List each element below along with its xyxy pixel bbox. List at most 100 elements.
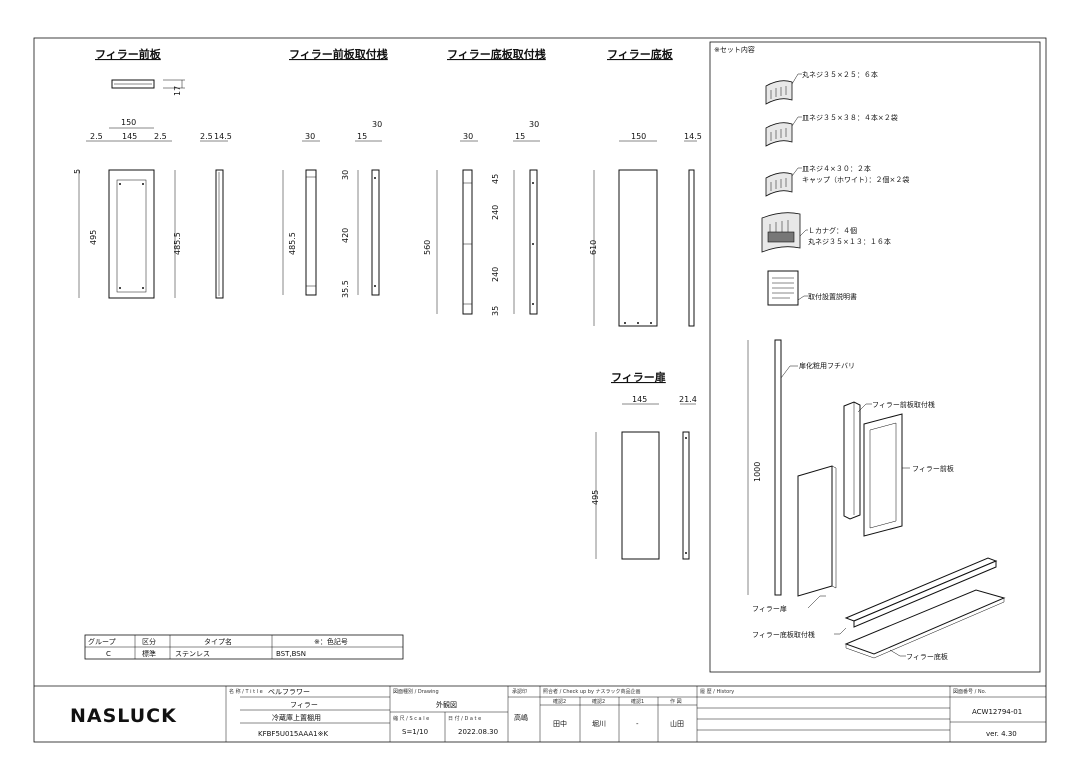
title-sub1: フィラー xyxy=(290,701,318,709)
spec-header-category: 区分 xyxy=(142,637,156,646)
assembly-door-label: フィラー扉 xyxy=(752,604,787,613)
front-panel-width-right: 2.5 xyxy=(154,132,167,141)
set-item-1: 丸ネジ３５×２５：６本 xyxy=(802,70,878,79)
drawing-value: 外観図 xyxy=(436,700,457,709)
bottom-frame-d-mid2: 240 xyxy=(491,267,500,282)
approval-label: 承認印 xyxy=(512,688,527,695)
check-header-3: 確認1 xyxy=(631,698,644,705)
title-label: 名 称 / T i t l e xyxy=(229,688,263,695)
bottom-frame-title: フィラー底板取付桟 xyxy=(447,47,546,61)
front-panel-inner xyxy=(116,179,147,293)
spec-header-group: グループ xyxy=(88,637,116,646)
title-sub2: 冷蔵庫上置棚用 xyxy=(272,713,321,722)
assembly-front-frame-label: フィラー前板取付桟 xyxy=(872,400,935,409)
front-frame-side-w2: 30 xyxy=(372,120,382,129)
bottom-frame-d-top: 45 xyxy=(491,174,500,184)
front-frame-d-bot: 35.5 xyxy=(341,280,350,298)
assembly-front-panel-part xyxy=(863,413,903,537)
set-item-4: キャップ（ホワイト）：２個×２袋 xyxy=(802,175,909,184)
bottom-frame-view: フィラー底板取付桟 30 15 30 560 45 240 240 35 xyxy=(423,47,546,316)
bottom-panel-view: フィラー底板 150 14.5 610 xyxy=(589,47,702,327)
assembly-front-frame-part xyxy=(843,401,861,520)
version: ver. 4.30 xyxy=(986,730,1017,738)
front-frame-front xyxy=(305,169,317,296)
model-number: KFBF5U015AAA1※K xyxy=(258,730,328,738)
history-label: 履 歴 / History xyxy=(700,689,734,695)
front-panel-top-gap: 5 xyxy=(73,169,82,174)
assembly-door-part xyxy=(797,465,833,597)
front-frame-d-top: 30 xyxy=(341,170,350,180)
set-item-2: 皿ネジ３５×３８：４本×２袋 xyxy=(802,113,898,122)
scale-value: S=1/10 xyxy=(402,728,428,736)
front-frame-height: 485.5 xyxy=(288,232,297,255)
approval-value: 高嶋 xyxy=(514,713,528,722)
bottom-frame-side-w1: 15 xyxy=(515,132,525,141)
front-panel-width-left: 2.5 xyxy=(90,132,103,141)
drawing-number: ACW12794-01 xyxy=(972,708,1022,716)
number-label: 図面番号 / No. xyxy=(953,688,987,695)
front-panel-view: フィラー前板 17 150 2.5 145 2.5 2.5 14.5 495 4… xyxy=(73,47,232,299)
door-height: 495 xyxy=(591,490,600,505)
check-value-3: - xyxy=(636,720,639,728)
set-item-5: Ｌカナグ：４個 xyxy=(808,226,857,235)
door-thickness: 21.4 xyxy=(679,395,697,404)
check-header-4: 作 図 xyxy=(670,698,682,705)
bottom-frame-width: 30 xyxy=(463,132,473,141)
front-frame-side xyxy=(371,169,380,296)
set-item-6: 丸ネジ３５×１３：１６本 xyxy=(808,237,891,246)
bottom-panel-side xyxy=(688,169,695,327)
bottom-frame-front xyxy=(462,169,473,315)
bottom-panel-width: 150 xyxy=(631,132,646,141)
front-panel-front-view xyxy=(108,169,155,299)
set-item-7: 取付設置説明書 xyxy=(808,292,857,301)
front-panel-top-dim: 17 xyxy=(173,86,182,96)
assembly-bottom-frame-label: フィラー底板取付桟 xyxy=(752,630,815,639)
check-value-4: 山田 xyxy=(670,719,684,728)
bottom-frame-side xyxy=(529,169,538,315)
title-value: ベルフラワー xyxy=(268,688,310,696)
l-bracket-icon xyxy=(767,231,795,243)
spec-header-color: ※：色記号 xyxy=(314,637,348,646)
date-value: 2022.08.30 xyxy=(458,728,498,736)
front-frame-side-w1: 15 xyxy=(357,132,367,141)
assembly-bottom-panel-label: フィラー底板 xyxy=(906,652,948,661)
assembly-bottom-panel-part xyxy=(844,589,1006,655)
front-frame-d-mid: 420 xyxy=(341,228,350,243)
spec-header-type: タイプ名 xyxy=(204,637,232,646)
bottom-frame-d-mid1: 240 xyxy=(491,205,500,220)
bottom-frame-height: 560 xyxy=(423,240,432,255)
set-item-3: 皿ネジ４×３０：２本 xyxy=(802,164,871,173)
set-contents-heading: ※セット内容 xyxy=(714,45,755,54)
screw-bag-3-icon xyxy=(765,172,793,197)
bottom-frame-d-bot: 35 xyxy=(491,306,500,316)
front-frame-view: フィラー前板取付桟 30 15 30 485.5 30 420 35.5 xyxy=(282,47,388,298)
door-title: フィラー扉 xyxy=(611,370,666,384)
screw-bag-2-icon xyxy=(765,122,793,147)
screw-bag-1-icon xyxy=(765,80,793,105)
check-header-2: 確認2 xyxy=(592,698,605,705)
front-panel-side-left: 2.5 xyxy=(200,132,213,141)
front-frame-width: 30 xyxy=(305,132,315,141)
spec-value-color: BST,BSN xyxy=(276,650,306,658)
front-panel-width-total: 150 xyxy=(121,118,136,127)
assembly-front-panel-label: フィラー前板 xyxy=(912,464,954,473)
front-panel-title: フィラー前板 xyxy=(95,47,162,61)
spec-table: グループ 区分 タイプ名 ※：色記号 C 標準 ステンレス BST,BSN xyxy=(84,634,404,660)
front-panel-inner-height: 485.5 xyxy=(173,232,182,255)
door-side xyxy=(682,431,690,560)
door-view: フィラー扉 145 21.4 495 xyxy=(591,370,697,560)
edge-trim-part xyxy=(774,339,782,596)
assembly-height: 1000 xyxy=(753,462,762,482)
check-label: 照合者 / Check up by ナスラック商品企画 xyxy=(543,688,641,695)
front-panel-height: 495 xyxy=(89,230,98,245)
spec-value-category: 標準 xyxy=(142,649,156,658)
front-panel-side-view xyxy=(215,169,224,299)
bottom-panel-front xyxy=(618,169,658,327)
spec-value-group: C xyxy=(106,650,111,658)
drawing-label: 図面種別 / Drawing xyxy=(393,688,439,695)
door-width: 145 xyxy=(632,395,647,404)
spec-value-type: ステンレス xyxy=(175,650,210,658)
title-block: NASLUCK 名 称 / T i t l e ベルフラワー フィラー 冷蔵庫上… xyxy=(34,685,1046,742)
bottom-panel-title: フィラー底板 xyxy=(607,47,674,61)
set-contents-border xyxy=(709,41,1041,673)
